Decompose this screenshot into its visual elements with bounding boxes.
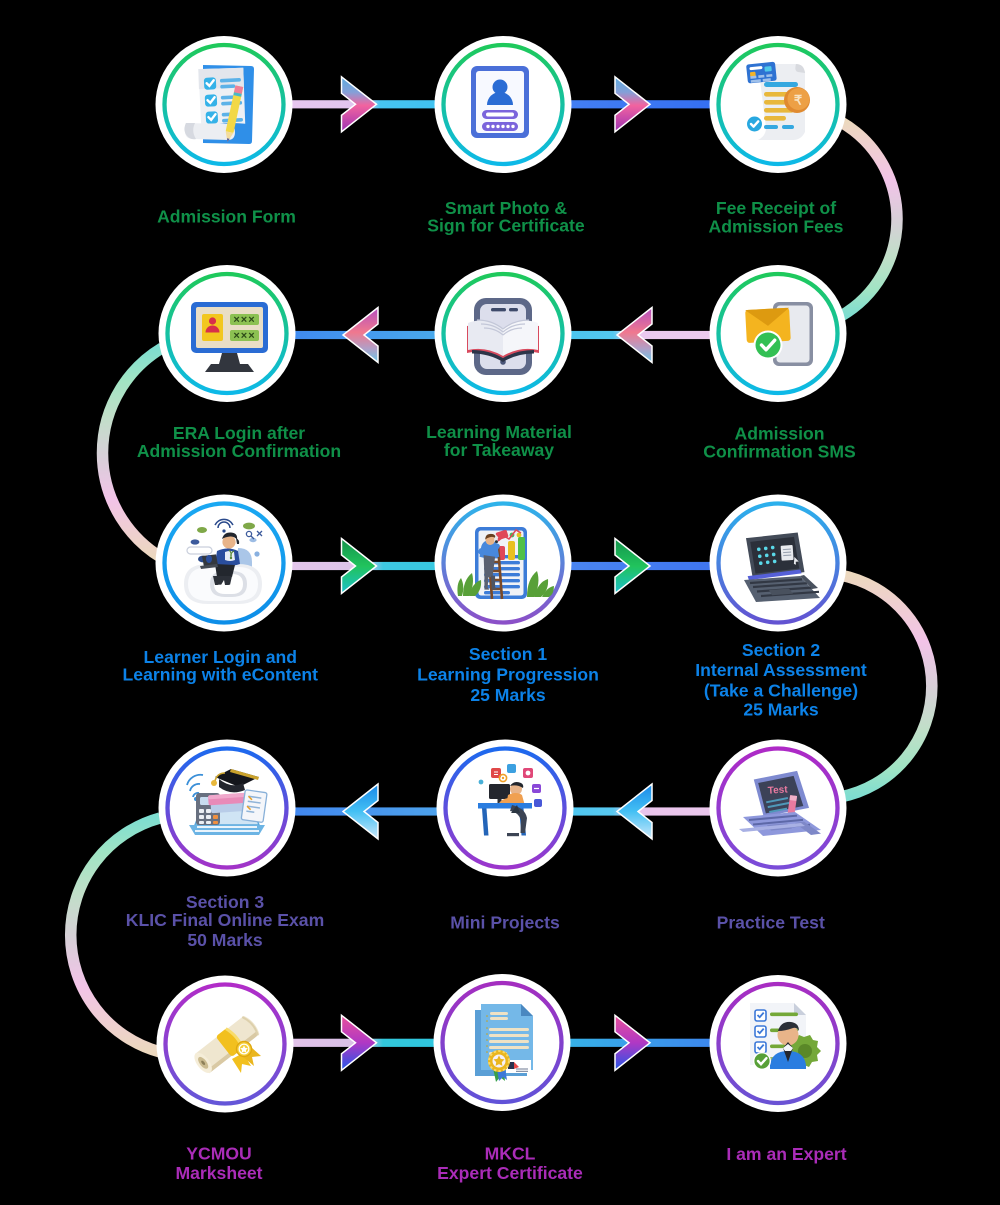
svg-text:Marksheet: Marksheet xyxy=(175,1163,262,1183)
svg-text:Learning Material: Learning Material xyxy=(426,422,572,442)
svg-text:ERA Login after: ERA Login after xyxy=(173,423,305,443)
svg-text:Section 2: Section 2 xyxy=(742,640,820,660)
svg-text:Section 3: Section 3 xyxy=(186,892,264,912)
svg-text:Mini Projects: Mini Projects xyxy=(450,913,560,933)
svg-text:Admission Form: Admission Form xyxy=(157,206,296,226)
svg-text:Learning Progression: Learning Progression xyxy=(417,665,599,685)
svg-text:Fee Receipt of: Fee Receipt of xyxy=(716,198,836,218)
svg-text:YCMOU: YCMOU xyxy=(186,1144,252,1164)
svg-text:for Takeaway: for Takeaway xyxy=(444,440,554,460)
svg-text:₹: ₹ xyxy=(794,93,803,108)
svg-text:Section 1: Section 1 xyxy=(469,644,547,664)
svg-text:×××: ××× xyxy=(233,314,255,326)
svg-text:×××: ××× xyxy=(233,330,255,342)
svg-text:Test: Test xyxy=(767,784,788,796)
svg-text:25 Marks: 25 Marks xyxy=(470,685,546,705)
svg-text:Practice Test: Practice Test xyxy=(717,913,825,933)
svg-text:I am an Expert: I am an Expert xyxy=(726,1144,846,1164)
svg-text:25 Marks: 25 Marks xyxy=(743,699,819,719)
svg-text:50 Marks: 50 Marks xyxy=(187,930,263,950)
svg-text:Learner Login and: Learner Login and xyxy=(144,647,297,667)
svg-text:Confirmation SMS: Confirmation SMS xyxy=(703,442,856,462)
svg-text:Admission Confirmation: Admission Confirmation xyxy=(137,441,341,461)
svg-text:Learning with eContent: Learning with eContent xyxy=(123,665,319,685)
svg-text:Smart Photo &: Smart Photo & xyxy=(445,198,567,218)
svg-text:Internal Assessment: Internal Assessment xyxy=(695,660,867,680)
svg-text:KLIC Final Online Exam: KLIC Final Online Exam xyxy=(126,910,324,930)
svg-text:(Take a Challenge): (Take a Challenge) xyxy=(704,680,858,700)
svg-text:MKCL: MKCL xyxy=(485,1144,536,1164)
svg-text:Admission: Admission xyxy=(735,424,825,444)
svg-text:Sign for Certificate: Sign for Certificate xyxy=(427,215,585,235)
svg-text:Admission Fees: Admission Fees xyxy=(709,216,844,236)
svg-text:Expert Certificate: Expert Certificate xyxy=(437,1163,583,1183)
